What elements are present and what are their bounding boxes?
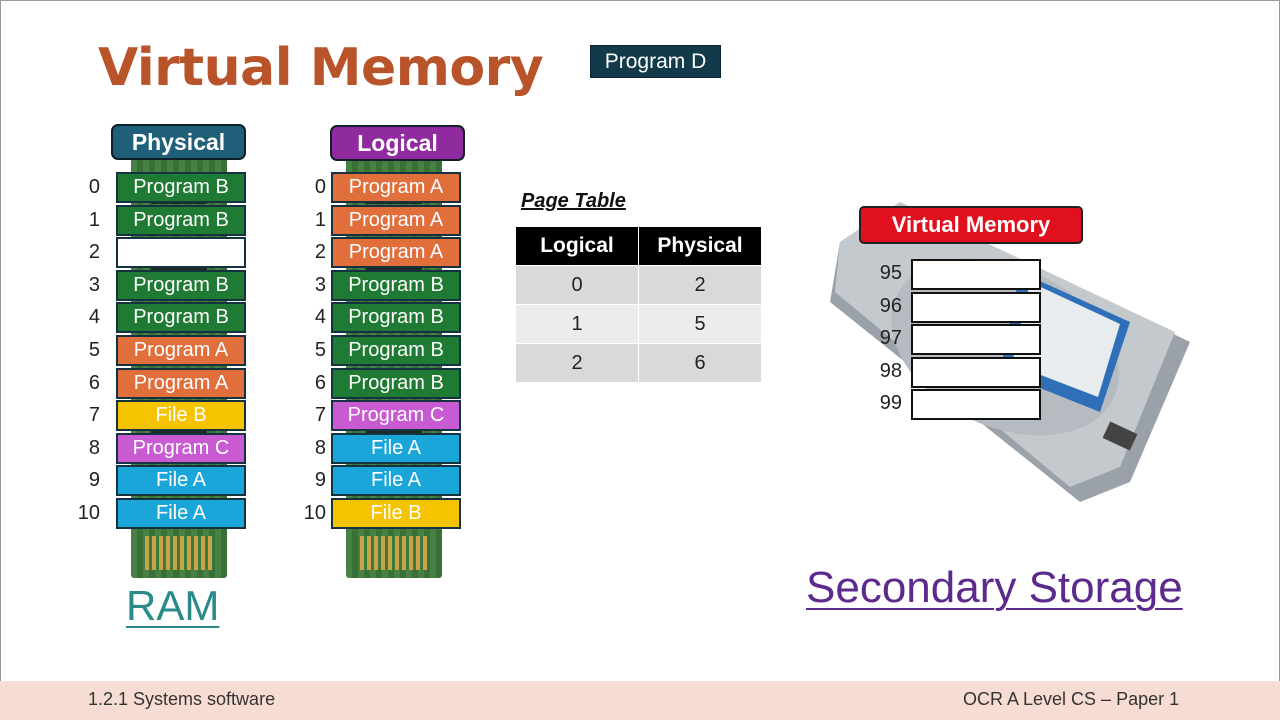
physical-index: 4: [88, 306, 100, 329]
page-table-cell: 2: [638, 265, 762, 305]
physical-memory-cell: File B: [116, 400, 246, 432]
physical-index: 8: [88, 436, 100, 459]
physical-memory-cell: File A: [116, 498, 246, 529]
page-table-row: 2 6: [515, 343, 762, 383]
physical-memory-cell: Program C: [116, 432, 246, 464]
physical-memory-cell: Program A: [116, 335, 246, 366]
logical-memory-cell: Program B: [331, 269, 461, 301]
physical-memory-cell: [116, 237, 246, 269]
logical-memory-cell: File A: [331, 465, 461, 497]
page-table-title: Page Table: [521, 190, 626, 212]
footer-course: OCR A Level CS – Paper 1: [963, 689, 1180, 709]
virtual-memory-index: 95: [879, 262, 902, 284]
physical-memory-cell: Program B: [116, 204, 246, 236]
page-table: Logical Physical 0 2 1 5 2 6: [515, 226, 762, 383]
physical-index: 6: [88, 371, 100, 394]
physical-memory-cell: Program B: [116, 269, 246, 301]
logical-index: 8: [314, 436, 326, 459]
logical-memory-cell: Program B: [331, 367, 461, 399]
virtual-memory-slot: [911, 324, 1041, 355]
ram-label: RAM: [126, 582, 220, 629]
physical-index: 1: [88, 208, 100, 231]
page-table-cell: 1: [515, 304, 639, 344]
physical-memory-cell: Program A: [116, 367, 246, 399]
logical-index: 0: [314, 176, 326, 198]
logical-memory-cell: File A: [331, 432, 461, 464]
logical-index: 4: [314, 306, 326, 329]
page-table-cell: 6: [638, 343, 762, 383]
logical-header: Logical: [330, 125, 465, 161]
page-table-header-physical: Physical: [638, 226, 762, 266]
secondary-storage-label: Secondary Storage: [806, 563, 1183, 612]
page-table-cell: 0: [515, 265, 639, 305]
logical-memory-cell: Program A: [331, 172, 461, 203]
physical-index: 10: [77, 502, 100, 524]
logical-index: 3: [314, 273, 326, 296]
virtual-memory-index: 96: [879, 294, 902, 317]
virtual-memory-header: Virtual Memory: [859, 206, 1083, 244]
logical-index: 10: [303, 502, 326, 524]
logical-index: 2: [314, 241, 326, 264]
physical-memory-cell: File A: [116, 465, 246, 497]
footer-bar: [0, 681, 1280, 720]
logical-index: 1: [314, 208, 326, 231]
logical-memory-cell: Program A: [331, 204, 461, 236]
physical-header: Physical: [111, 124, 246, 160]
logical-index: 6: [314, 371, 326, 394]
virtual-memory-slot: [911, 291, 1041, 323]
slide-title: Virtual Memory: [98, 38, 544, 98]
page-table-cell: 5: [638, 304, 762, 344]
logical-index: 7: [314, 404, 326, 427]
virtual-memory-slot: [911, 259, 1041, 290]
physical-index: 0: [88, 176, 100, 198]
logical-memory-cell: Program C: [331, 400, 461, 432]
virtual-memory-index: 97: [879, 327, 902, 349]
physical-index: 9: [88, 469, 100, 492]
logical-index: 9: [314, 469, 326, 492]
physical-memory-cell: Program B: [116, 172, 246, 203]
logical-memory-cell: Program B: [331, 302, 461, 334]
page-table-header-logical: Logical: [515, 226, 639, 266]
logical-memory-cell: Program A: [331, 237, 461, 269]
logical-memory-cell: File B: [331, 498, 461, 529]
virtual-memory-slot: [911, 356, 1041, 388]
page-table-row: 0 2: [515, 265, 762, 305]
page-table-row: 1 5: [515, 304, 762, 344]
physical-index: 7: [88, 404, 100, 427]
virtual-memory-index: 99: [879, 392, 902, 414]
logical-index: 5: [314, 339, 326, 361]
logical-memory-cell: Program B: [331, 335, 461, 366]
physical-index: 3: [88, 273, 100, 296]
physical-index: 5: [88, 339, 100, 361]
virtual-memory-slot: [911, 389, 1041, 420]
program-d-block: Program D: [590, 45, 721, 78]
virtual-memory-index: 98: [879, 359, 902, 382]
footer-topic: 1.2.1 Systems software: [88, 689, 276, 709]
page-table-cell: 2: [515, 343, 639, 383]
physical-memory-cell: Program B: [116, 302, 246, 334]
physical-index: 2: [88, 241, 100, 264]
